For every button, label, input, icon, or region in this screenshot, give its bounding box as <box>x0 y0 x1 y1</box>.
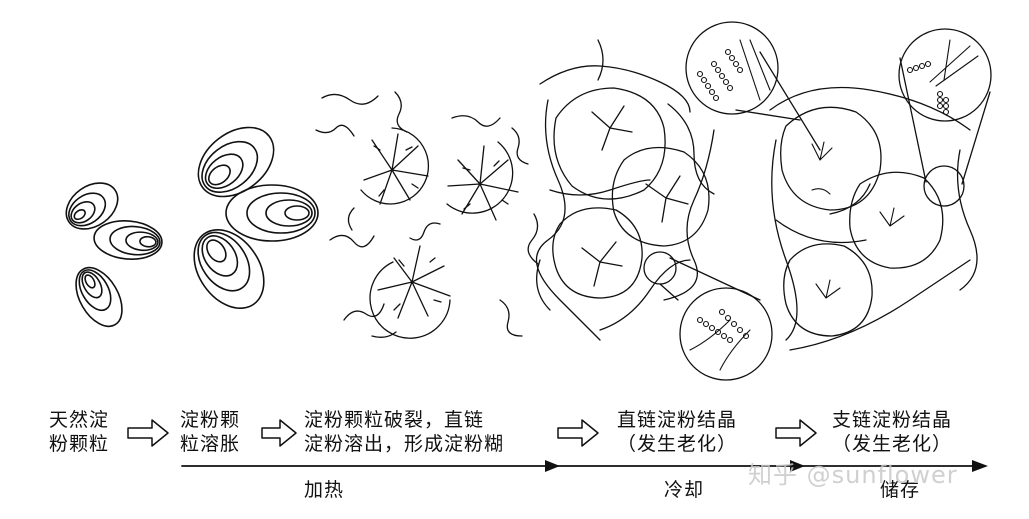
stage-label-native: 天然淀粉颗粒 <box>49 408 109 456</box>
stage-label-amylose: 直链淀粉结晶（发生老化） <box>617 408 737 456</box>
amylose-network <box>536 40 772 380</box>
arrow-1 <box>128 420 168 446</box>
process-label-cool: 冷却 <box>664 478 704 502</box>
watermark: 知乎 @sunflower <box>748 455 958 490</box>
arrow-3 <box>558 420 598 446</box>
arrow-2 <box>262 420 296 446</box>
stage-label-paste: 淀粉颗粒破裂，直链淀粉溶出，形成淀粉糊 <box>304 408 504 456</box>
amylopectin-network <box>686 22 991 350</box>
arrow-4 <box>776 420 816 446</box>
starch-paste <box>316 92 538 338</box>
stage-label-swelling: 淀粉颗粒溶胀 <box>180 408 240 456</box>
process-label-heat: 加热 <box>304 478 344 502</box>
native-granules <box>58 174 164 335</box>
stage-label-amylopectin: 支链淀粉结晶（发生老化） <box>832 408 952 456</box>
swollen-granules <box>180 113 318 321</box>
